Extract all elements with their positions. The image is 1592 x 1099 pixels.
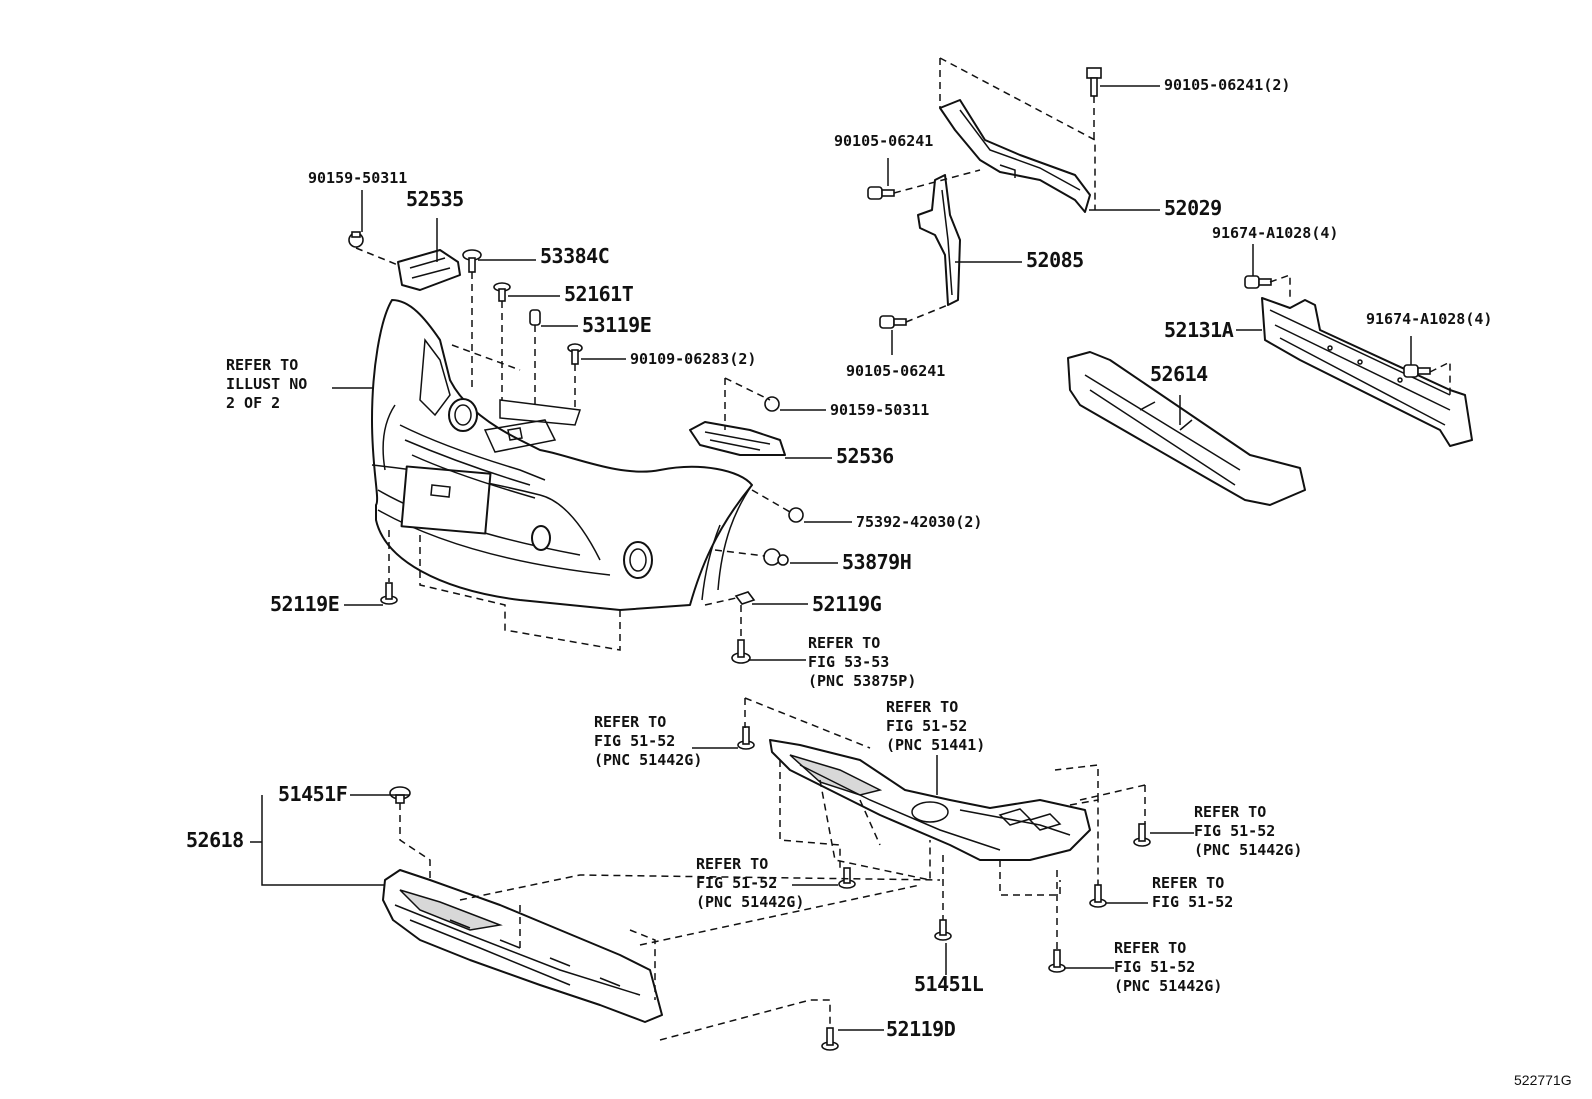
reference-fig-51-52-center[interactable]: REFER TO FIG 51-52 (PNC 51441) — [886, 698, 985, 755]
reference-line: (PNC 51441) — [886, 736, 986, 754]
screw-51442G-left[interactable] — [737, 726, 755, 750]
reference-illust-2-of-2[interactable]: REFER TO ILLUST NO 2 OF 2 — [226, 356, 307, 413]
label-91674-A1028-b[interactable]: 91674-A1028(4) — [1366, 310, 1493, 328]
label-52029[interactable]: 52029 — [1164, 196, 1222, 220]
screw-52119E[interactable] — [380, 582, 398, 605]
clip-90159-50311-top[interactable] — [348, 231, 364, 248]
label-90105-06241-2[interactable]: 90105-06241(2) — [1164, 76, 1291, 94]
screw-51451L[interactable] — [934, 919, 952, 941]
reference-fig-51-52-mid[interactable]: REFER TO FIG 51-52 (PNC 51442G) — [696, 855, 804, 912]
label-51451F[interactable]: 51451F — [278, 782, 348, 806]
label-51451L[interactable]: 51451L — [914, 972, 984, 996]
reference-line: FIG 53-53 — [808, 653, 890, 671]
bolt-91674-A1028-b[interactable] — [1403, 364, 1431, 378]
screw-51442G-right-bottom[interactable] — [1048, 949, 1066, 973]
label-52161T[interactable]: 52161T — [564, 282, 634, 306]
reference-line: REFER TO — [808, 634, 881, 652]
label-53384C[interactable]: 53384C — [540, 244, 610, 268]
leader-lines — [250, 85, 1412, 1031]
screw-52119D[interactable] — [821, 1027, 839, 1051]
reference-line: REFER TO — [1152, 874, 1225, 892]
reference-fig-51-52-right-top[interactable]: REFER TO FIG 51-52 (PNC 51442G) — [1194, 803, 1302, 860]
reference-line: REFER TO — [1114, 939, 1187, 957]
reference-line: REFER TO — [1194, 803, 1267, 821]
label-52614[interactable]: 52614 — [1150, 362, 1208, 386]
clip-90159-50311-mid[interactable] — [764, 396, 780, 412]
bolt-91674-A1028-a[interactable] — [1244, 275, 1272, 289]
screw-51442G-right-top[interactable] — [1133, 823, 1151, 847]
reference-line: (PNC 51442G) — [1114, 977, 1223, 995]
reference-line: FIG 51-52 — [594, 732, 676, 750]
screw-52161T[interactable] — [493, 282, 511, 302]
under-cover-52618[interactable] — [382, 869, 663, 1023]
screw-51442G-mid[interactable] — [838, 867, 856, 889]
reference-fig-51-52-right-bottom[interactable]: REFER TO FIG 51-52 (PNC 51442G) — [1114, 939, 1222, 996]
bracket-52085[interactable] — [917, 174, 961, 306]
label-75392-42030[interactable]: 75392-42030(2) — [856, 513, 983, 531]
reference-line: REFER TO — [226, 356, 299, 374]
bracket-52119G[interactable] — [734, 591, 756, 605]
reference-fig-51-52-left[interactable]: REFER TO FIG 51-52 (PNC 51442G) — [594, 713, 702, 770]
reinforcement-52131A[interactable] — [1261, 297, 1473, 447]
label-53879H[interactable]: 53879H — [842, 550, 912, 574]
bracket-52535[interactable] — [397, 249, 461, 291]
engine-under-cover-51441[interactable] — [769, 739, 1091, 861]
reference-fig-51-52-right-mid[interactable]: REFER TO FIG 51-52 — [1152, 874, 1233, 912]
figure-id: 522771G — [1514, 1072, 1572, 1088]
reference-line: FIG 51-52 — [1152, 893, 1234, 911]
label-90159-50311-mid[interactable]: 90159-50311 — [830, 401, 930, 419]
label-90109-06283[interactable]: 90109-06283(2) — [630, 350, 757, 368]
screw-90109-06283[interactable] — [567, 343, 583, 365]
reference-line: (PNC 51442G) — [594, 751, 703, 769]
reference-fig-53-53[interactable]: REFER TO FIG 53-53 (PNC 53875P) — [808, 634, 916, 691]
bracket-52029[interactable] — [939, 99, 1091, 213]
label-52119E[interactable]: 52119E — [270, 592, 340, 616]
label-91674-A1028-a[interactable]: 91674-A1028(4) — [1212, 224, 1339, 242]
clip-53384C[interactable] — [462, 249, 482, 273]
reference-line: ILLUST NO — [226, 375, 308, 393]
bolt-90105-06241-a[interactable] — [867, 186, 895, 200]
label-52618[interactable]: 52618 — [186, 828, 244, 852]
bolt-90105-06241-b[interactable] — [879, 315, 907, 329]
reference-line: FIG 51-52 — [1194, 822, 1276, 840]
clip-53879H[interactable] — [763, 548, 789, 566]
label-90159-50311-top[interactable]: 90159-50311 — [308, 169, 408, 187]
reference-line: 2 OF 2 — [226, 394, 281, 412]
bolt-90105-06241-2[interactable] — [1086, 67, 1102, 97]
retainer-52536[interactable] — [689, 421, 786, 456]
front-bumper-cover[interactable] — [371, 299, 753, 611]
reference-line: FIG 51-52 — [886, 717, 968, 735]
label-52119G[interactable]: 52119G — [812, 592, 882, 616]
reference-line: FIG 51-52 — [696, 874, 778, 892]
label-90105-06241-b[interactable]: 90105-06241 — [846, 362, 946, 380]
reference-line: (PNC 51442G) — [1194, 841, 1303, 859]
label-52119D[interactable]: 52119D — [886, 1017, 956, 1041]
label-53119E[interactable]: 53119E — [582, 313, 652, 337]
label-52535[interactable]: 52535 — [406, 187, 464, 211]
label-52536[interactable]: 52536 — [836, 444, 894, 468]
reference-line: REFER TO — [594, 713, 667, 731]
reference-line: FIG 51-52 — [1114, 958, 1196, 976]
label-52131A[interactable]: 52131A — [1164, 318, 1234, 342]
reference-line: (PNC 51442G) — [696, 893, 805, 911]
screw-fig51-right-mid[interactable] — [1089, 884, 1107, 908]
clip-75392-42030[interactable] — [788, 507, 804, 523]
reference-line: (PNC 53875P) — [808, 672, 917, 690]
screw-53875P[interactable] — [731, 639, 751, 664]
label-90105-06241-a[interactable]: 90105-06241 — [834, 132, 934, 150]
absorber-52614[interactable] — [1067, 351, 1306, 506]
nut-53119E[interactable] — [529, 309, 541, 326]
label-52085[interactable]: 52085 — [1026, 248, 1084, 272]
reference-line: REFER TO — [696, 855, 769, 873]
reference-line: REFER TO — [886, 698, 959, 716]
